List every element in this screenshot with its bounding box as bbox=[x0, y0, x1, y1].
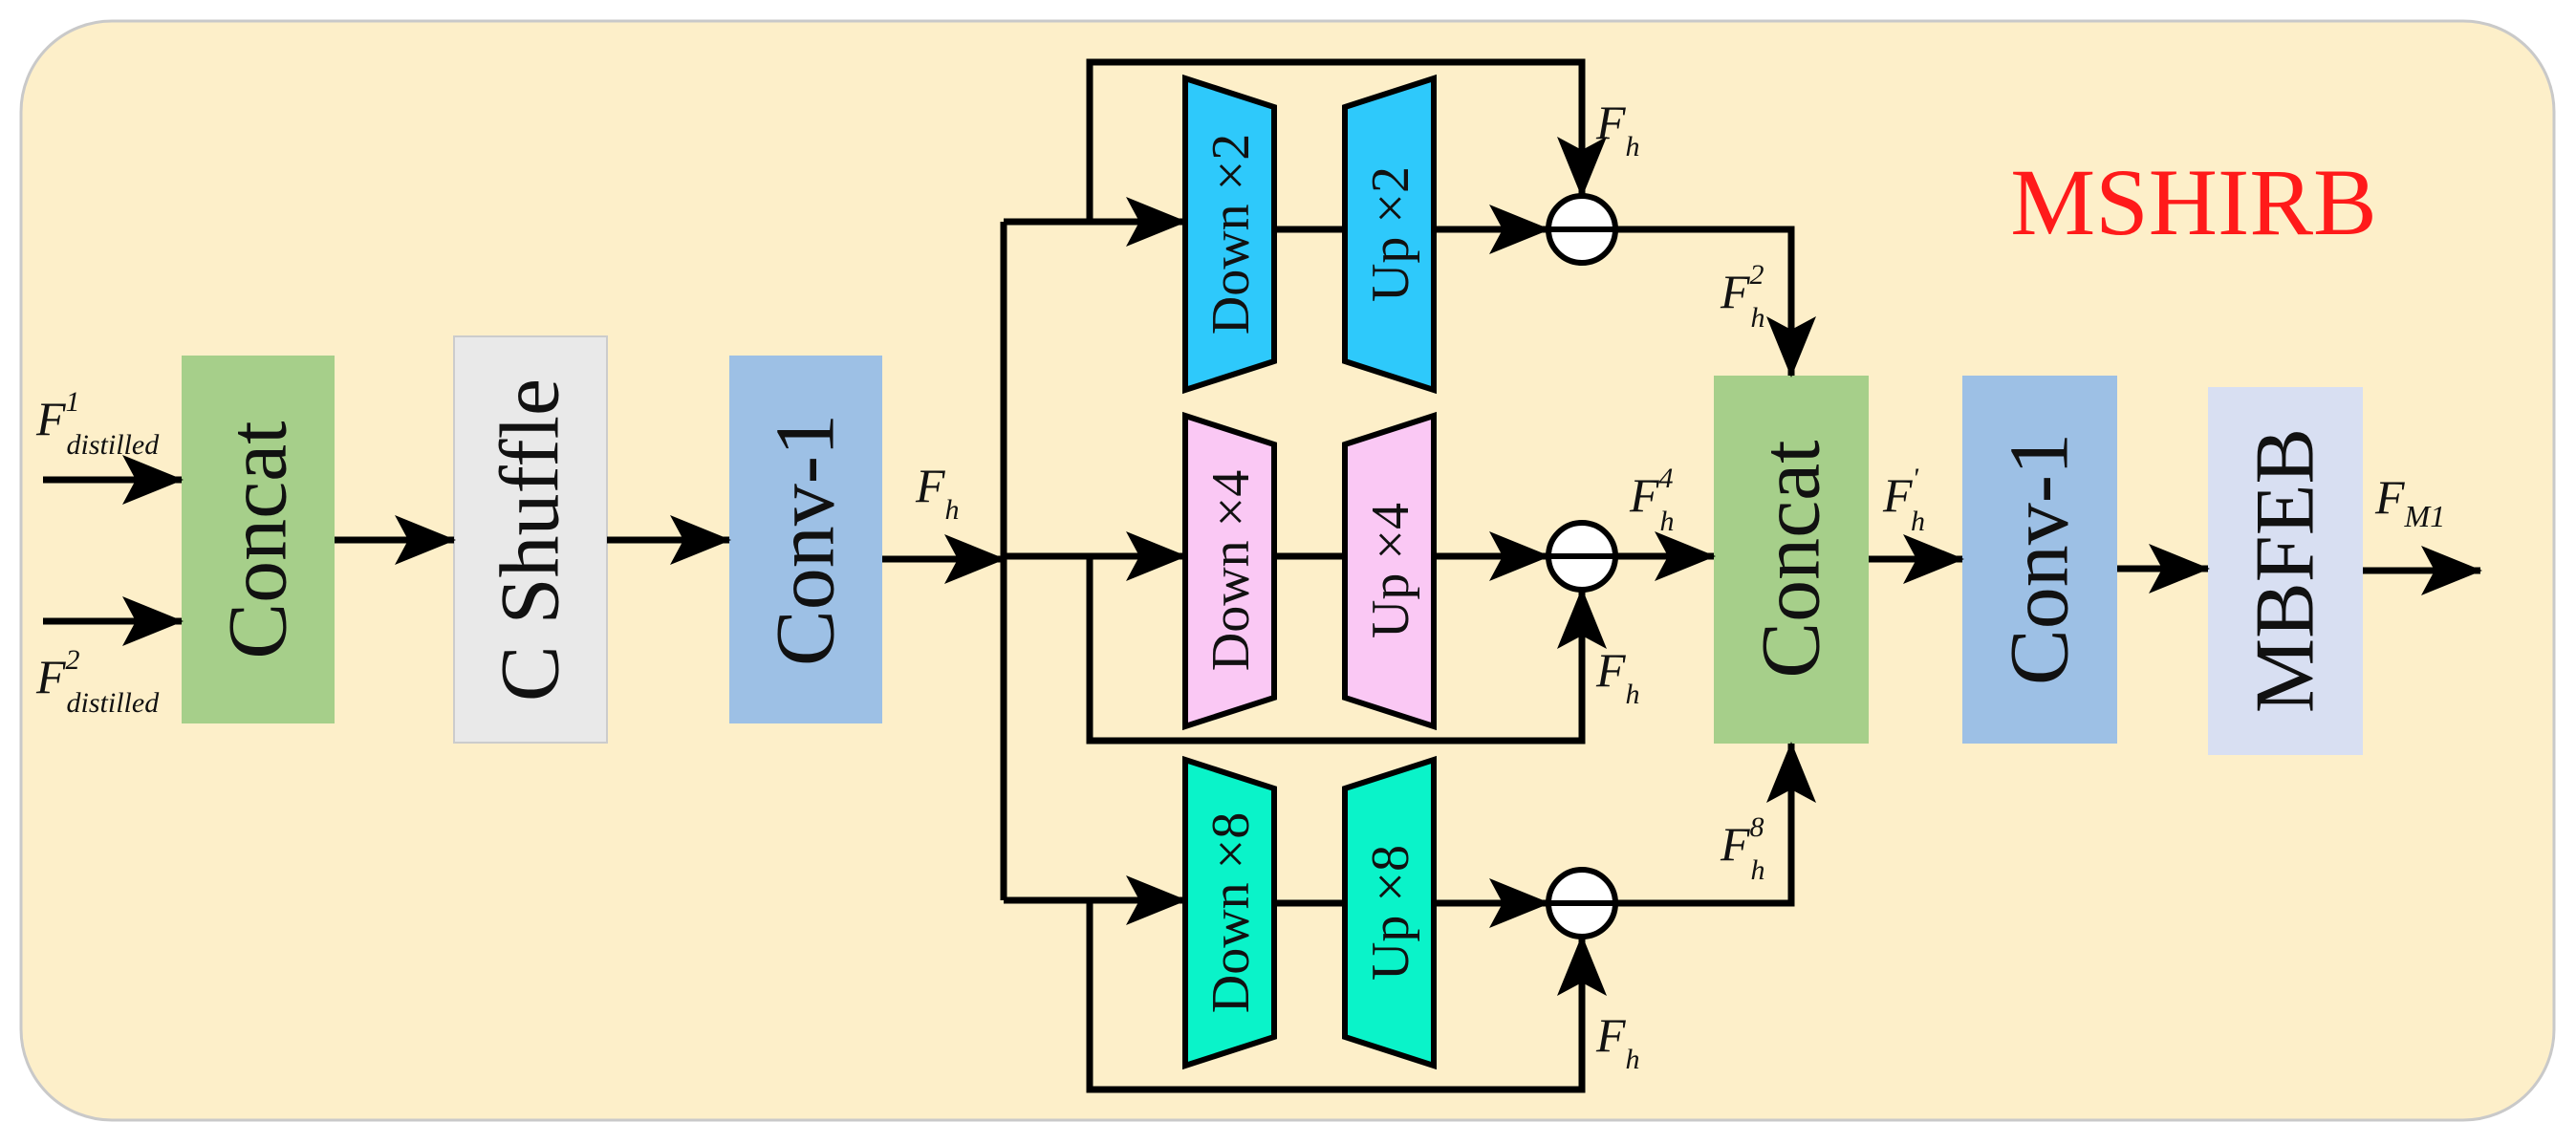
label-fh-skip-3: Fh bbox=[1595, 1008, 1640, 1075]
svg-text:Conv-1: Conv-1 bbox=[1994, 433, 2087, 685]
subtract-node-1 bbox=[1546, 193, 1618, 266]
concat-block-1: Concat bbox=[182, 356, 335, 723]
mbfeb-block: MBFEB bbox=[2208, 387, 2363, 755]
label-fh-main: Fh bbox=[915, 459, 960, 526]
svg-text:Down ×8: Down ×8 bbox=[1201, 812, 1261, 1013]
subtract-node-2 bbox=[1546, 520, 1618, 593]
label-f-m1: FM1 bbox=[2374, 470, 2445, 533]
subtract-node-3 bbox=[1546, 867, 1618, 939]
concat-block-2: Concat bbox=[1714, 376, 1869, 744]
svg-text:Up ×8: Up ×8 bbox=[1361, 845, 1420, 981]
svg-text:Down ×4: Down ×4 bbox=[1201, 470, 1261, 671]
svg-text:Concat: Concat bbox=[212, 421, 305, 658]
svg-text:Down ×2: Down ×2 bbox=[1201, 134, 1261, 335]
down-x2-block: Down ×2 bbox=[1182, 74, 1277, 395]
down-x4-block: Down ×4 bbox=[1182, 411, 1277, 731]
svg-text:MBFEB: MBFEB bbox=[2240, 428, 2332, 713]
conv1-block-2: Conv-1 bbox=[1962, 376, 2117, 744]
svg-text:C Shuffle: C Shuffle bbox=[485, 378, 577, 702]
svg-text:Concat: Concat bbox=[1745, 440, 1838, 678]
label-fh-skip-2: Fh bbox=[1595, 643, 1640, 710]
svg-text:Conv-1: Conv-1 bbox=[760, 414, 853, 666]
up-x2-block: Up ×2 bbox=[1342, 74, 1437, 395]
label-fh-prime: F'h bbox=[1882, 463, 1925, 537]
connections bbox=[43, 58, 2482, 1093]
down-x8-block: Down ×8 bbox=[1182, 755, 1277, 1070]
up-x8-block: Up ×8 bbox=[1342, 755, 1437, 1070]
label-fh-skip-1: Fh bbox=[1595, 96, 1640, 162]
conv1-block-1: Conv-1 bbox=[729, 356, 882, 723]
channel-shuffle-block: C Shuffle bbox=[453, 335, 608, 744]
module-title: MSHIRB bbox=[2010, 149, 2376, 255]
svg-text:Up ×4: Up ×4 bbox=[1361, 503, 1420, 638]
module-background bbox=[19, 19, 2556, 1122]
up-x4-block: Up ×4 bbox=[1342, 411, 1437, 731]
svg-text:Up ×2: Up ×2 bbox=[1361, 166, 1420, 302]
